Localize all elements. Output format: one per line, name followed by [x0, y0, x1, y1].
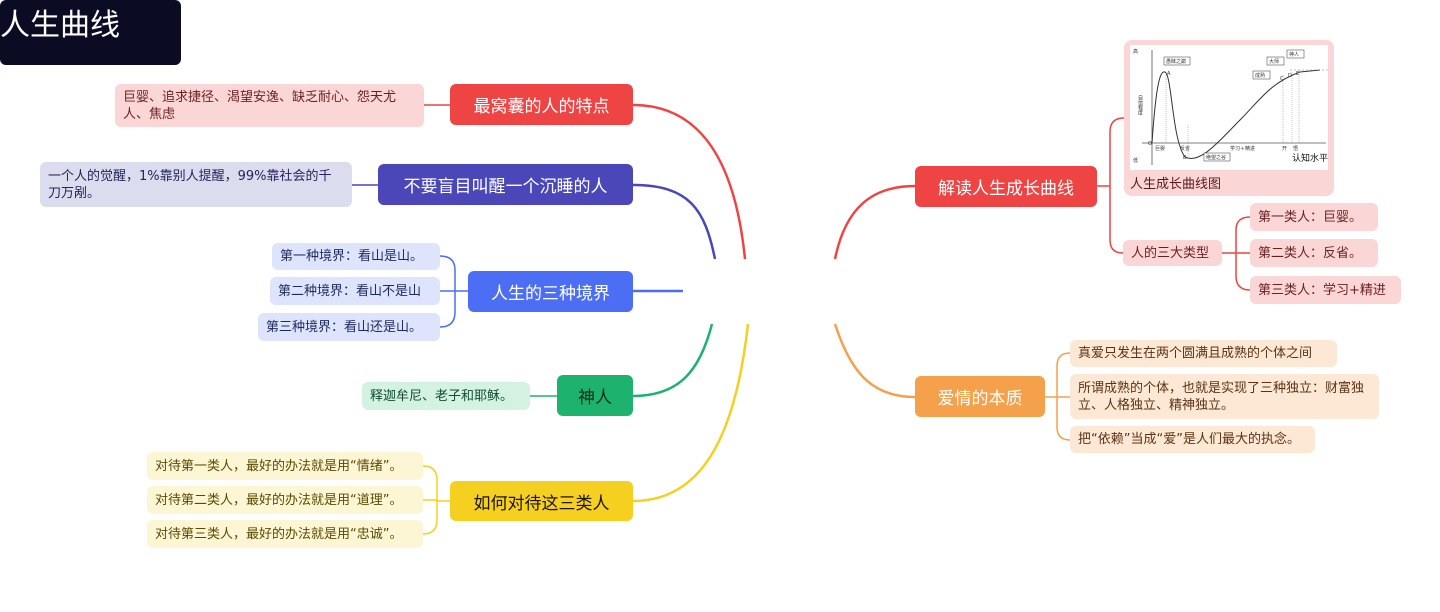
- point-a: A: [1167, 71, 1171, 77]
- topic-weakest-traits[interactable]: 最窝囊的人的特点: [450, 84, 633, 125]
- label-x2: 反省: [1180, 145, 1190, 152]
- topic-growth-curve[interactable]: 解读人生成长曲线: [915, 166, 1097, 207]
- growth-curve-image-node[interactable]: 高 低 自信程度 O 巨婴 反省 学习＋精进 开 悟 认知水平 愚昧之巅 A 绝…: [1124, 40, 1334, 196]
- detail-weakest-traits[interactable]: 巨婴、追求捷径、渴望安逸、缺乏耐心、怨天尤人、焦虑: [115, 84, 424, 127]
- topic-how-to-treat[interactable]: 如何对待这三类人: [450, 481, 633, 521]
- detail-god-man[interactable]: 释迦牟尼、老子和耶稣。: [362, 382, 530, 410]
- label-master: 大师: [1269, 58, 1279, 65]
- detail-dont-wake[interactable]: 一个人的觉醒，1%靠别人提醒，99%靠社会的千刀万剐。: [40, 162, 352, 207]
- detail-realm-2[interactable]: 第二种境界：看山不是山: [270, 277, 440, 305]
- point-d: D: [1288, 73, 1292, 79]
- image-caption: 人生成长曲线图: [1130, 177, 1222, 192]
- label-x3: 学习＋精进: [1230, 145, 1255, 152]
- subtopic-three-types[interactable]: 人的三大类型: [1123, 240, 1222, 266]
- growth-curve-chart: 高 低 自信程度 O 巨婴 反省 学习＋精进 开 悟 认知水平 愚昧之巅 A 绝…: [1130, 45, 1328, 170]
- label-peak: 愚昧之巅: [1166, 58, 1186, 65]
- topic-three-realms[interactable]: 人生的三种境界: [468, 271, 633, 312]
- point-c: C: [1280, 76, 1284, 82]
- detail-type-2[interactable]: 第二类人：反省。: [1250, 239, 1378, 267]
- growth-curve: [1151, 69, 1321, 159]
- central-topic[interactable]: 人生曲线: [0, 0, 181, 65]
- label-origin: O: [1148, 141, 1152, 147]
- detail-love-3[interactable]: 把“依赖”当成“爱”是人们最大的执念。: [1070, 426, 1315, 453]
- detail-realm-3[interactable]: 第三种境界：看山还是山。: [258, 313, 440, 341]
- label-high: 高: [1133, 48, 1138, 55]
- label-mature: 成熟: [1255, 72, 1265, 79]
- point-e: E: [1296, 71, 1299, 77]
- detail-type-3[interactable]: 第三类人：学习+精进: [1250, 276, 1401, 304]
- y-axis-label: 自信程度: [1137, 94, 1143, 116]
- detail-realm-1[interactable]: 第一种境界：看山是山。: [272, 243, 440, 270]
- point-b: B: [1183, 155, 1187, 161]
- topic-essence-of-love[interactable]: 爱情的本质: [915, 376, 1045, 417]
- detail-treat-2[interactable]: 对待第二类人，最好的办法就是用“道理”。: [147, 486, 423, 514]
- detail-treat-3[interactable]: 对待第三类人，最好的办法就是用“忠诚”。: [147, 520, 423, 548]
- label-god: 神人: [1289, 51, 1299, 58]
- detail-type-1[interactable]: 第一类人：巨婴。: [1250, 203, 1378, 231]
- label-x5: 悟: [1293, 145, 1298, 152]
- topic-dont-wake[interactable]: 不要盲目叫醒一个沉睡的人: [378, 164, 633, 205]
- detail-love-1[interactable]: 真爱只发生在两个圆满且成熟的个体之间: [1070, 340, 1337, 367]
- detail-treat-1[interactable]: 对待第一类人，最好的办法就是用“情绪”。: [147, 452, 423, 480]
- label-x4: 开: [1282, 146, 1287, 152]
- topic-god-man[interactable]: 神人: [557, 375, 633, 416]
- x-axis-label: 认知水平: [1292, 152, 1328, 164]
- label-x1: 巨婴: [1155, 146, 1165, 152]
- label-low: 低: [1133, 157, 1138, 164]
- label-valley: 绝望之谷: [1206, 154, 1226, 161]
- detail-love-2[interactable]: 所谓成熟的个体，也就是实现了三种独立：财富独立、人格独立、精神独立。: [1070, 374, 1379, 419]
